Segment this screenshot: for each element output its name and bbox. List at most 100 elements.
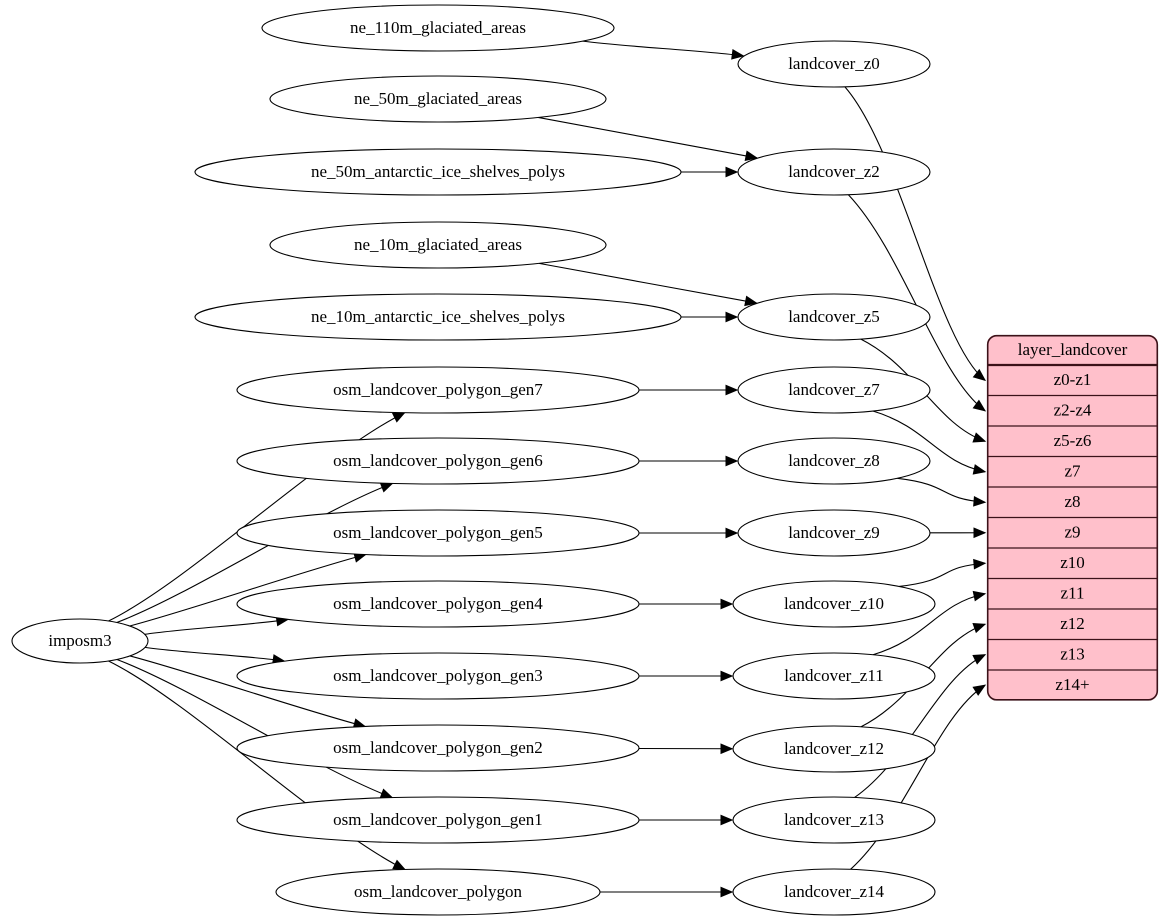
node-ne_110m_glaciated_areas[interactable]: ne_110m_glaciated_areas	[261, 4, 615, 52]
node-ellipse	[732, 796, 936, 844]
node-osm_landcover_polygon[interactable]: osm_landcover_polygon	[275, 868, 601, 916]
node-landcover_z10[interactable]: landcover_z10	[732, 580, 936, 628]
node-landcover_z11[interactable]: landcover_z11	[732, 652, 936, 700]
node-landcover_z2[interactable]: landcover_z2	[737, 148, 931, 196]
node-ellipse	[737, 40, 931, 88]
edge	[582, 40, 744, 57]
table-row[interactable]: z10	[987, 548, 1158, 579]
node-ellipse	[737, 148, 931, 196]
node-label: osm_landcover_polygon	[354, 882, 523, 901]
node-ellipse	[732, 725, 936, 773]
node-label: landcover_z9	[788, 523, 880, 542]
node-osm_landcover_polygon_gen5[interactable]: osm_landcover_polygon_gen5	[236, 509, 640, 557]
edge	[899, 562, 986, 587]
node-label: ne_50m_antarctic_ice_shelves_polys	[311, 162, 565, 181]
node-ellipse	[236, 652, 640, 700]
node-ellipse	[236, 437, 640, 485]
node-label: ne_110m_glaciated_areas	[350, 18, 526, 37]
node-landcover_z8[interactable]: landcover_z8	[737, 437, 931, 485]
node-label: landcover_z14	[784, 882, 885, 901]
node-label: osm_landcover_polygon_gen2	[333, 738, 543, 757]
node-osm_landcover_polygon_gen4[interactable]: osm_landcover_polygon_gen4	[236, 580, 640, 628]
table-row-label: z10	[1060, 553, 1085, 572]
table-row[interactable]: z0-z1	[987, 365, 1158, 396]
table-row-label: z12	[1060, 614, 1085, 633]
layer-landcover-table: layer_landcover z0-z1 z2-z4 z5-z6 z7 z8 z9 z10 z…	[986, 334, 1159, 701]
node-label: landcover_z7	[788, 380, 880, 399]
table-row[interactable]: z11	[987, 579, 1158, 610]
table-row[interactable]: z7	[987, 457, 1158, 488]
table-row[interactable]: z8	[987, 487, 1158, 518]
node-label: osm_landcover_polygon_gen5	[333, 523, 543, 542]
node-ellipse	[737, 437, 931, 485]
node-label: landcover_z8	[788, 451, 880, 470]
node-ne_50m_antarctic_ice_shelves_polys[interactable]: ne_50m_antarctic_ice_shelves_polys	[194, 148, 682, 196]
node-label: ne_50m_glaciated_areas	[354, 89, 522, 108]
node-landcover_z7[interactable]: landcover_z7	[737, 366, 931, 414]
node-imposm3[interactable]: imposm3	[11, 618, 149, 664]
node-ellipse	[236, 509, 640, 557]
edge	[844, 86, 986, 381]
table-row-label: z8	[1064, 492, 1080, 511]
edge	[538, 116, 758, 159]
node-label: landcover_z10	[784, 594, 884, 613]
table-header-label: layer_landcover	[1018, 340, 1128, 359]
node-ellipse	[732, 580, 936, 628]
node-osm_landcover_polygon_gen3[interactable]: osm_landcover_polygon_gen3	[236, 652, 640, 700]
node-landcover_z9[interactable]: landcover_z9	[737, 509, 931, 557]
node-landcover_z5[interactable]: landcover_z5	[737, 293, 931, 341]
table-row[interactable]: z14+	[987, 670, 1158, 701]
table-row[interactable]: z13	[987, 640, 1158, 671]
node-landcover_z14[interactable]: landcover_z14	[732, 868, 936, 916]
table-border	[986, 334, 1159, 701]
edge	[129, 655, 366, 728]
node-label: osm_landcover_polygon_gen7	[333, 380, 543, 399]
node-ellipse	[737, 366, 931, 414]
table-row[interactable]: z5-z6	[987, 426, 1158, 457]
table-row[interactable]: z12	[987, 609, 1158, 640]
node-landcover_z0[interactable]: landcover_z0	[737, 40, 931, 88]
table-row-label: z0-z1	[1054, 370, 1092, 389]
node-ellipse	[194, 148, 682, 196]
node-label: landcover_z13	[784, 810, 884, 829]
node-label: osm_landcover_polygon_gen3	[333, 666, 543, 685]
node-label: osm_landcover_polygon_gen6	[333, 451, 543, 470]
edge	[144, 618, 288, 635]
edge	[854, 654, 986, 798]
node-osm_landcover_polygon_gen7[interactable]: osm_landcover_polygon_gen7	[236, 366, 640, 414]
node-osm_landcover_polygon_gen6[interactable]: osm_landcover_polygon_gen6	[236, 437, 640, 485]
table-row-label: z14+	[1055, 675, 1089, 694]
edge	[116, 658, 393, 799]
node-osm_landcover_polygon_gen2[interactable]: osm_landcover_polygon_gen2	[236, 724, 640, 772]
table-row[interactable]: z9	[987, 518, 1158, 549]
node-ellipse	[269, 75, 607, 123]
node-ne_50m_glaciated_areas[interactable]: ne_50m_glaciated_areas	[269, 75, 607, 123]
table-row-label: z9	[1064, 523, 1080, 542]
table-row[interactable]: z2-z4	[987, 396, 1158, 427]
edge	[897, 477, 986, 503]
node-ellipse	[236, 796, 640, 844]
table-row-label: z2-z4	[1054, 401, 1092, 420]
nodes-layer: imposm3 ne_110m_glaciated_areas ne_50m_gla…	[11, 4, 936, 916]
node-landcover_z13[interactable]: landcover_z13	[732, 796, 936, 844]
node-label: imposm3	[48, 631, 111, 650]
edges-layer	[108, 40, 987, 898]
node-ne_10m_glaciated_areas[interactable]: ne_10m_glaciated_areas	[269, 221, 607, 269]
edge	[116, 482, 393, 624]
node-ellipse	[737, 509, 931, 557]
edge	[145, 646, 285, 662]
edge	[538, 262, 757, 304]
node-label: osm_landcover_polygon_gen4	[333, 594, 543, 613]
node-label: landcover_z2	[788, 162, 880, 181]
table-row-label: z5-z6	[1054, 431, 1092, 450]
node-ellipse	[236, 580, 640, 628]
node-ellipse	[732, 652, 936, 700]
edge	[129, 553, 366, 627]
node-ellipse	[11, 618, 149, 664]
node-ellipse	[269, 221, 607, 269]
node-label: landcover_z5	[788, 307, 880, 326]
edge	[108, 412, 405, 622]
node-ne_10m_antarctic_ice_shelves_polys[interactable]: ne_10m_antarctic_ice_shelves_polys	[194, 293, 682, 341]
node-osm_landcover_polygon_gen1[interactable]: osm_landcover_polygon_gen1	[236, 796, 640, 844]
node-landcover_z12[interactable]: landcover_z12	[732, 725, 936, 773]
